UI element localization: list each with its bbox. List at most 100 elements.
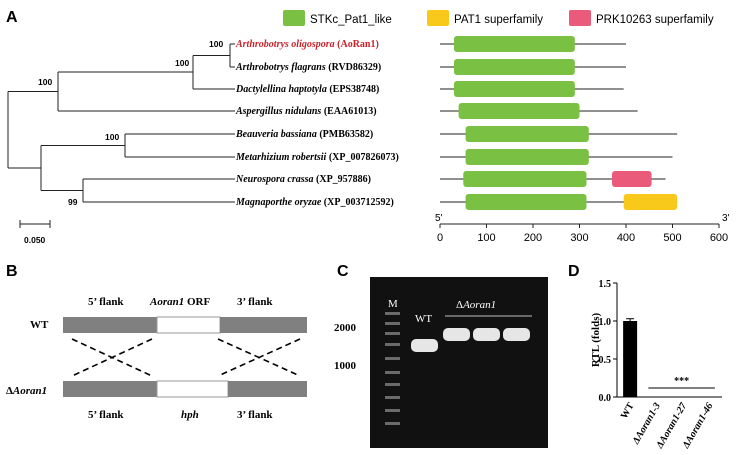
- ladder-band: [385, 343, 400, 346]
- bootstrap-value: 99: [68, 197, 78, 207]
- y-tick-label: 1.5: [599, 279, 612, 290]
- axis-tick-label: 200: [524, 232, 542, 244]
- stkc-domain: [453, 36, 575, 52]
- panel-a-letter: A: [6, 9, 18, 26]
- taxon-label: Arthrobotrys flagrans (RVD86329): [235, 62, 381, 73]
- taxon-label: Beauveria bassiana (PMB63582): [235, 129, 373, 140]
- panel-c-letter: C: [337, 263, 349, 280]
- taxon-label: Dactylellina haptotyla (EPS38748): [235, 84, 379, 95]
- ladder-band: [385, 396, 400, 399]
- axis-5prime: 5': [435, 213, 443, 224]
- stkc-domain: [453, 81, 575, 97]
- y-tick-label: 0.0: [599, 393, 612, 404]
- stkc-domain: [463, 171, 587, 187]
- bootstrap-value: 100: [105, 132, 119, 142]
- axis-tick-label: 100: [477, 232, 495, 244]
- bootstrap-value: 100: [38, 77, 52, 87]
- ko-locus: [63, 380, 307, 398]
- ko-3flank: [228, 381, 307, 397]
- taxa-labels: Arthrobotrys oligospora (AoRan1) Arthrob…: [235, 39, 399, 208]
- y-axis-label: RTL (folds): [590, 313, 602, 368]
- legend-swatch-pat1: [427, 10, 449, 26]
- legend: STKc_Pat1_like PAT1 superfamily PRK10263…: [283, 10, 714, 26]
- ladder-band: [385, 312, 400, 315]
- stkc-domain: [465, 149, 589, 165]
- stkc-domain: [458, 103, 580, 119]
- legend-label-prk: PRK10263 superfamily: [596, 14, 714, 26]
- gel-marker-label: M: [388, 298, 398, 310]
- legend-label-stkc: STKc_Pat1_like: [310, 14, 392, 26]
- x-tick-label: WT: [619, 401, 637, 421]
- phylogenetic-tree: [7, 43, 235, 203]
- pcr-bands: [411, 328, 530, 352]
- wt-5flank: [63, 317, 157, 333]
- bootstrap-values: 100 100 100 100 99: [38, 39, 223, 207]
- stkc-domain: [465, 194, 587, 210]
- stkc-domain: [465, 126, 589, 142]
- wt-label: WT: [30, 319, 49, 331]
- gel-ko-label: ΔAoran1: [456, 299, 496, 311]
- taxon-label-ao: Arthrobotrys oligospora (AoRan1): [235, 39, 379, 50]
- ladder-bands: [385, 312, 400, 425]
- size-label-2000: 2000: [334, 322, 357, 334]
- size-label-1000: 1000: [334, 360, 357, 372]
- scale-bar-label: 0.050: [24, 235, 46, 245]
- gel-size-labels: 2000 1000: [334, 322, 357, 372]
- stkc-domain: [453, 59, 575, 75]
- bar: [623, 321, 638, 397]
- axis-tick-label: 600: [710, 232, 728, 244]
- wt-3flank: [220, 317, 307, 333]
- ladder-band: [385, 422, 400, 425]
- y-tick-label: 0.5: [599, 355, 612, 366]
- significance-label: ***: [674, 376, 689, 387]
- bootstrap-value: 100: [175, 58, 189, 68]
- legend-swatch-stkc: [283, 10, 305, 26]
- band-ko: [473, 328, 500, 341]
- taxon-label: Aspergillus nidulans (EAA61013): [235, 106, 377, 117]
- gel-wt-label: WT: [415, 313, 432, 325]
- label-5flank-bottom: 5’ flank: [88, 409, 124, 421]
- axis-tick-label: 400: [617, 232, 635, 244]
- panel-d-letter: D: [568, 263, 580, 280]
- ko-5flank: [63, 381, 157, 397]
- ladder-band: [385, 409, 400, 412]
- band-ko: [443, 328, 470, 341]
- ladder-band: [385, 357, 400, 360]
- y-tick-label: 1.0: [599, 317, 612, 328]
- axis-tick-label: 500: [663, 232, 681, 244]
- label-hph: hph: [181, 409, 199, 421]
- taxon-label: Magnaporthe oryzae (XP_003712592): [235, 197, 394, 208]
- label-5flank-top: 5’ flank: [88, 296, 124, 308]
- bootstrap-value: 100: [209, 39, 223, 49]
- ladder-band: [385, 322, 400, 325]
- label-3flank-top: 3’ flank: [237, 296, 273, 308]
- bar-chart: 0.00.51.01.5WTΔAoran1-3ΔAoran1-27ΔAoran1…: [599, 279, 722, 451]
- panel-b-letter: B: [6, 263, 18, 280]
- label-3flank-bottom: 3’ flank: [237, 409, 273, 421]
- gel-image: M WT ΔAoran1: [370, 277, 548, 448]
- ko-label: ΔAoran1: [6, 385, 47, 397]
- ladder-band: [385, 332, 400, 335]
- panel-b-bottom-labels: 5’ flank hph 3’ flank: [88, 409, 273, 421]
- panel-b-top-labels: 5’ flank Aoran1 ORF 3’ flank: [88, 296, 273, 308]
- legend-swatch-prk: [569, 10, 591, 26]
- ko-hph: [156, 380, 229, 398]
- prk10263-domain: [612, 171, 652, 187]
- gel-background: [370, 277, 548, 448]
- ladder-band: [385, 371, 400, 374]
- band-wt: [411, 339, 438, 352]
- label-orf: Aoran1 ORF: [149, 296, 211, 308]
- pat1-domain: [623, 194, 678, 210]
- band-ko: [503, 328, 530, 341]
- taxon-label: Metarhizium robertsii (XP_007826073): [235, 152, 399, 163]
- legend-label-pat1: PAT1 superfamily: [454, 14, 543, 26]
- wt-orf: [156, 316, 221, 334]
- axis-tick-label: 0: [437, 232, 443, 244]
- wt-locus: [63, 316, 307, 334]
- taxon-label: Neurospora crassa (XP_957886): [235, 174, 371, 185]
- scale-bar: 0.050: [19, 220, 51, 245]
- ladder-band: [385, 383, 400, 386]
- crossover-lines: [71, 338, 301, 377]
